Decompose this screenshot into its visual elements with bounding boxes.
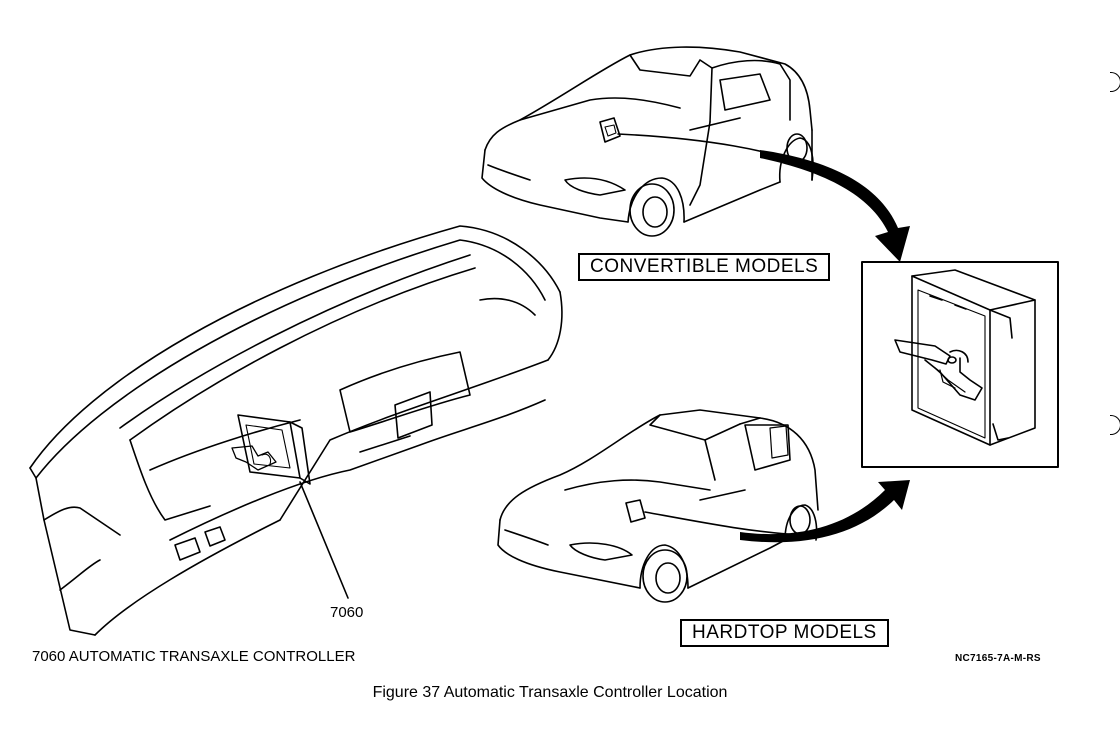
hardtop-models-label: HARDTOP MODELS bbox=[680, 619, 889, 647]
hardtop-leader-line bbox=[644, 511, 801, 536]
controller-on-dashboard-illustration bbox=[231, 414, 311, 485]
reference-code: NC7165-7A-M-RS bbox=[955, 653, 1041, 664]
leader-line-7060 bbox=[299, 481, 349, 599]
convertible-arrow bbox=[760, 150, 910, 262]
controller-module-illustration bbox=[894, 269, 1036, 446]
hardtop-arrow bbox=[740, 480, 910, 543]
instrument-panel-illustration bbox=[29, 225, 563, 636]
part-number-callout: 7060 bbox=[330, 604, 364, 621]
controller-detail-frame bbox=[861, 261, 1059, 468]
figure-caption: Figure 37 Automatic Transaxle Controller… bbox=[372, 684, 728, 701]
part-legend: 7060 AUTOMATIC TRANSAXLE CONTROLLER bbox=[32, 648, 356, 665]
hardtop-car-illustration bbox=[497, 409, 819, 603]
convertible-models-label: CONVERTIBLE MODELS bbox=[578, 253, 831, 281]
convertible-car-illustration bbox=[481, 46, 814, 237]
